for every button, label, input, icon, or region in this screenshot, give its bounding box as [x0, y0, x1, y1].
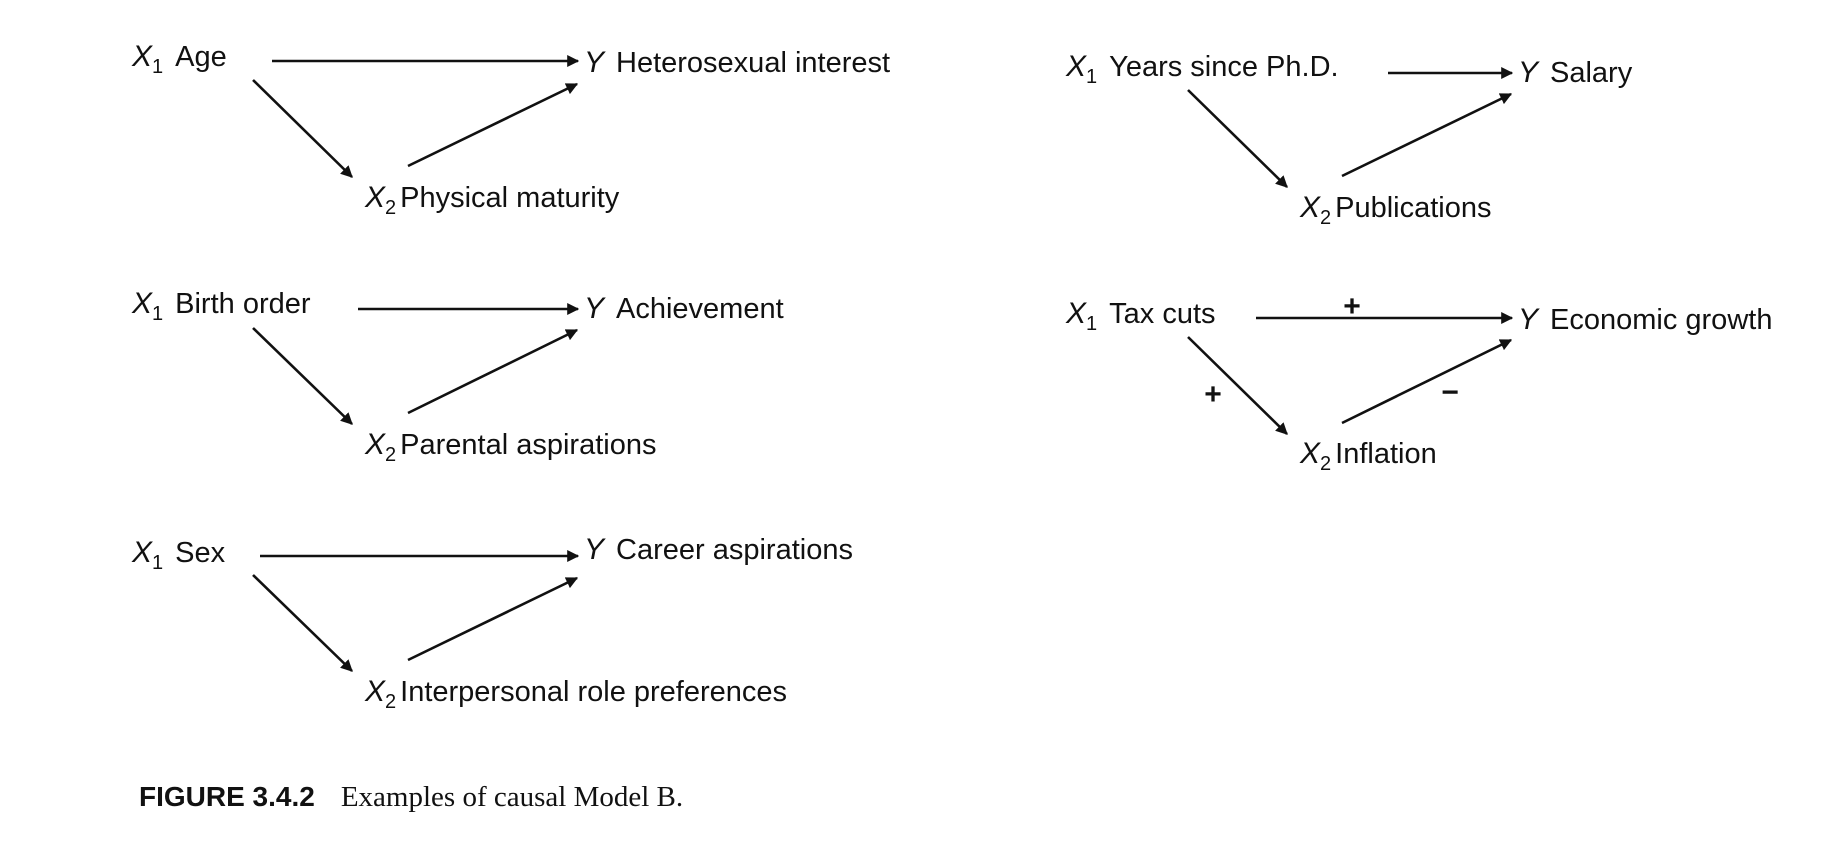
figure-caption: FIGURE 3.4.2 Examples of causal Model B. [139, 781, 683, 813]
edge-x2-to-y [1341, 92, 1513, 178]
sign-x1-x2: + [1204, 378, 1222, 411]
sign-x1-y: + [1343, 290, 1361, 323]
edge-x1-to-x2 [252, 79, 353, 178]
edge-x1-to-x2 [252, 327, 353, 425]
edge-x2-to-y [1341, 338, 1513, 425]
edge-x2-to-y [407, 328, 579, 415]
caption-text: Examples of causal Model B. [341, 781, 683, 813]
edge-x1-to-x2 [1187, 336, 1288, 435]
edge-x2-to-y [407, 576, 579, 662]
edge-x2-to-y [407, 82, 579, 168]
edge-x1-to-x2 [252, 574, 353, 672]
sign-x2-y: − [1441, 376, 1459, 409]
edge-x1-to-x2 [1187, 89, 1288, 188]
caption-label: FIGURE 3.4.2 [139, 781, 315, 812]
